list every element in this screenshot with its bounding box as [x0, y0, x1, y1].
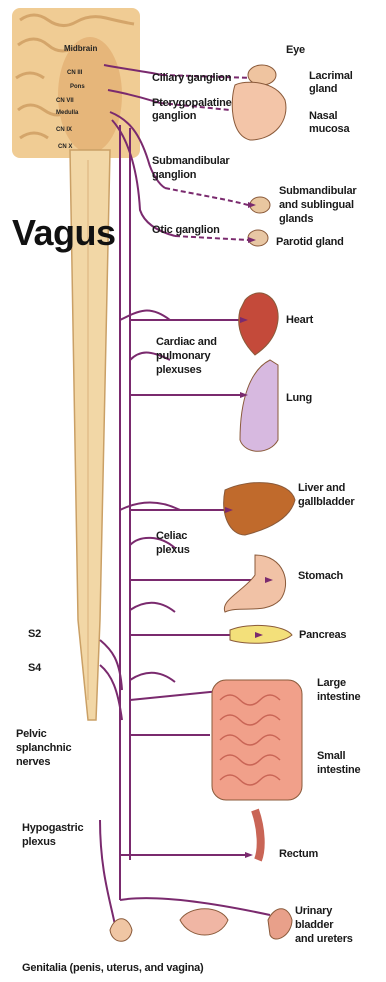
- pelvic-nerves-label-2: splanchnic: [16, 742, 71, 754]
- pancreas-label: Pancreas: [299, 629, 346, 641]
- small-intestine-label-2: intestine: [317, 764, 360, 776]
- nasal-label-2: mucosa: [309, 123, 349, 135]
- cardiac-plexus-label: Cardiac and: [156, 336, 217, 348]
- stomach-label: Stomach: [298, 570, 343, 582]
- pterygopalatine-label-2: ganglion: [152, 110, 196, 122]
- cardiac-plexus-label-2: pulmonary: [156, 350, 210, 362]
- pterygopalatine-label: Pterygopalatine: [152, 97, 232, 109]
- genitalia-uterus-shape: [180, 909, 228, 935]
- bladder-label-3: and ureters: [295, 933, 353, 945]
- salivary-label-3: glands: [279, 213, 313, 225]
- heart-label: Heart: [286, 314, 313, 326]
- hypogastric-plexus-label: Hypogastric: [22, 822, 83, 834]
- cardiac-plexus-label-3: plexuses: [156, 364, 201, 376]
- submandibular-ganglion-label: Submandibular: [152, 155, 229, 167]
- large-intestine-label: Large: [317, 677, 346, 689]
- bladder-shape: [268, 909, 292, 939]
- cn3-label: CN III: [67, 70, 82, 77]
- midbrain-label: Midbrain: [64, 45, 97, 52]
- ciliary-ganglion-label: Ciliary ganglion: [152, 72, 231, 84]
- lacrimal-label: Lacrimal: [309, 70, 353, 82]
- liver-label: Liver and: [298, 482, 345, 494]
- cn7-label: CN VII: [56, 98, 74, 105]
- large-intestine-label-2: intestine: [317, 691, 360, 703]
- celiac-plexus-label: Celiac: [156, 530, 187, 542]
- stomach-shape: [224, 555, 285, 612]
- genitalia-label: Genitalia (penis, uterus, and vagina): [22, 962, 203, 974]
- pons-label: Pons: [70, 84, 85, 91]
- liver-shape: [224, 483, 295, 535]
- cn10-label: CN X: [58, 144, 72, 151]
- head-shape: [232, 82, 286, 140]
- salivary-label-2: and sublingual: [279, 199, 354, 211]
- bladder-label: Urinary: [295, 905, 332, 917]
- otic-ganglion-label: Otic ganglion: [152, 224, 220, 236]
- vagus-title: Vagus: [12, 212, 116, 254]
- heart-shape: [239, 293, 278, 355]
- liver-label-2: gallbladder: [298, 496, 354, 508]
- rectum-label: Rectum: [279, 848, 318, 860]
- parotid-gland-shape: [248, 230, 268, 246]
- pelvic-nerves-label-3: nerves: [16, 756, 50, 768]
- eye-label: Eye: [286, 44, 305, 56]
- s4-label: S4: [28, 662, 41, 674]
- s2-label: S2: [28, 628, 41, 640]
- lung-label: Lung: [286, 392, 312, 404]
- submandibular-ganglion-label-2: ganglion: [152, 169, 196, 181]
- parotid-label: Parotid gland: [276, 236, 344, 248]
- medulla-label: Medulla: [56, 110, 78, 117]
- nasal-label: Nasal: [309, 110, 337, 122]
- lacrimal-label-2: gland: [309, 83, 337, 95]
- rectum-shape: [255, 810, 261, 860]
- small-intestine-label: Small: [317, 750, 345, 762]
- celiac-plexus-label-2: plexus: [156, 544, 190, 556]
- pelvic-nerves-label: Pelvic: [16, 728, 47, 740]
- cn9-label: CN IX: [56, 127, 72, 134]
- salivary-label: Submandibular: [279, 185, 356, 197]
- bladder-label-2: bladder: [295, 919, 333, 931]
- genitalia-penis-shape: [110, 919, 132, 942]
- hypogastric-plexus-label-2: plexus: [22, 836, 56, 848]
- lung-shape: [240, 360, 278, 451]
